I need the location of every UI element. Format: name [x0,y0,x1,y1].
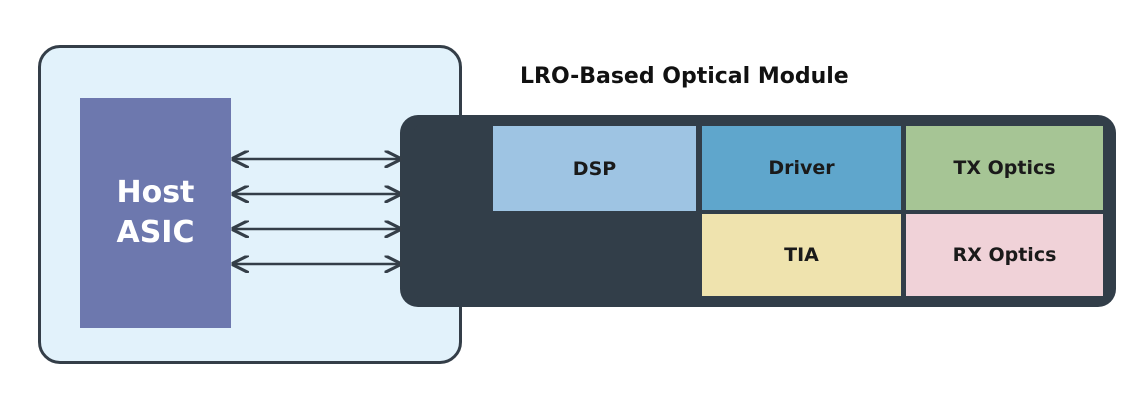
module-title: LRO-Based Optical Module [520,64,849,89]
host-asic-label: Host ASIC [116,175,195,250]
dsp-block: DSP [493,126,696,211]
host-asic: Host ASIC [80,98,231,328]
tx-optics-block: TX Optics [906,126,1103,210]
rx-optics-block: RX Optics [906,214,1103,296]
driver-block: Driver [702,126,901,210]
tia-block: TIA [702,214,901,296]
